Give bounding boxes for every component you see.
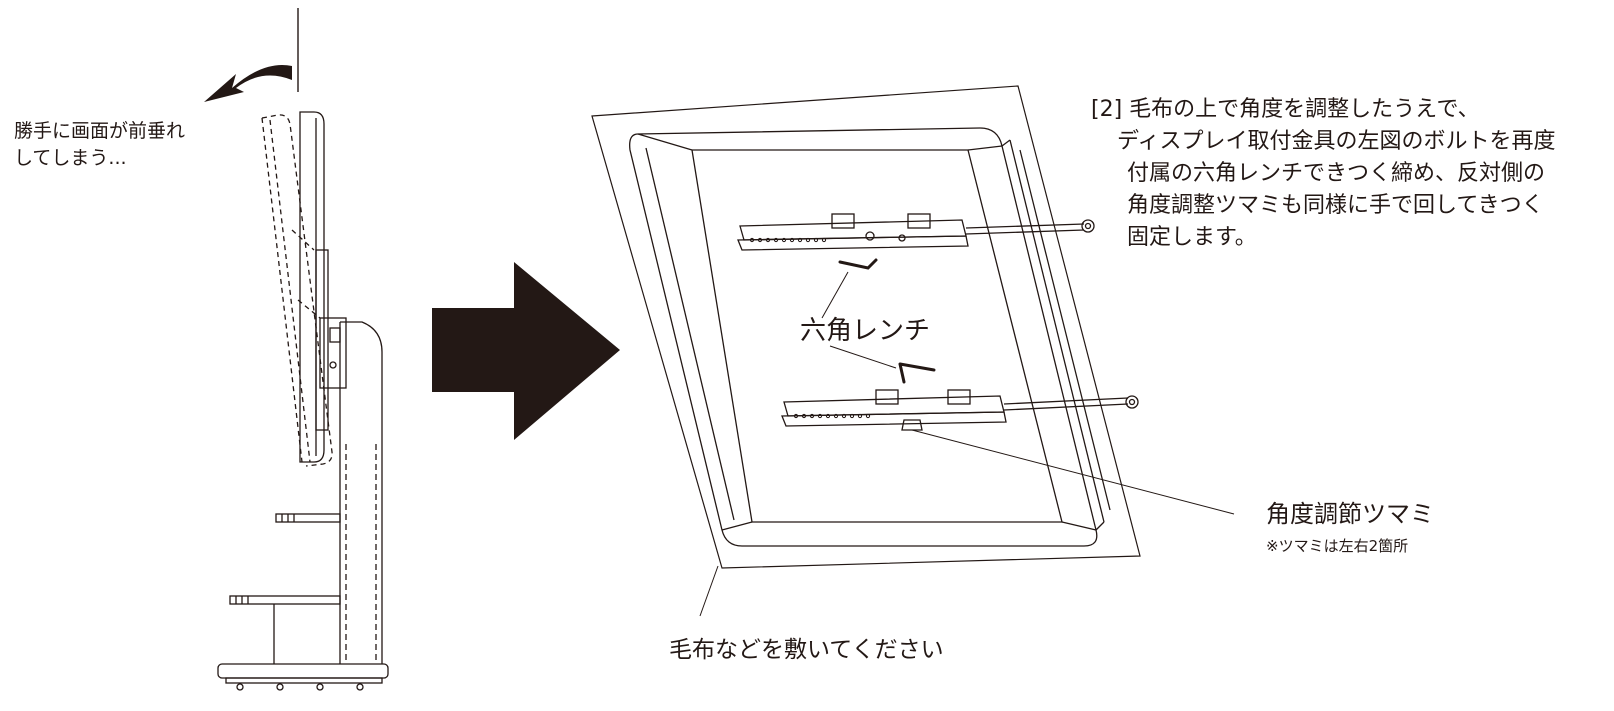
lower-bracket (781, 389, 1139, 431)
arrow-right-icon (432, 262, 620, 440)
tilt-warning-line-2: してしまう... (14, 147, 127, 169)
step-line-2: ディスプレイ取付金具の左図のボルトを再度 (1117, 129, 1556, 154)
angle-knob-label: 角度調節ツマミ (1266, 500, 1434, 528)
leader-lines (699, 271, 1235, 617)
step-line-4: 角度調整ツマミも同様に手で回してきつく (1127, 193, 1544, 218)
tilt-warning-text: 勝手に画面が前垂れ してしまう... (14, 118, 185, 172)
hex-wrench-upper (838, 258, 878, 270)
blanket-label: 毛布などを敷いてください (669, 637, 944, 663)
tilt-warning-line-1: 勝手に画面が前垂れ (14, 120, 186, 142)
stand-side-view (217, 8, 389, 691)
upper-bracket (737, 213, 1095, 251)
angle-knob-note: ※ツマミは左右2箇所 (1266, 537, 1409, 555)
hex-wrench-label: 六角レンチ (800, 316, 931, 346)
hex-wrench-lower (898, 362, 936, 384)
curved-arrow-icon (204, 64, 292, 102)
display-on-blanket (591, 85, 1141, 569)
step-line-1: [2] 毛布の上で角度を調整したうえで、 (1091, 97, 1480, 122)
step-line-5: 固定します。 (1127, 225, 1257, 250)
step-line-3: 付属の六角レンチできつく締め、反対側の (1127, 161, 1546, 186)
step-2-instructions: [2] 毛布の上で角度を調整したうえで、 ディスプレイ取付金具の左図のボルトを再… (1091, 94, 1555, 254)
